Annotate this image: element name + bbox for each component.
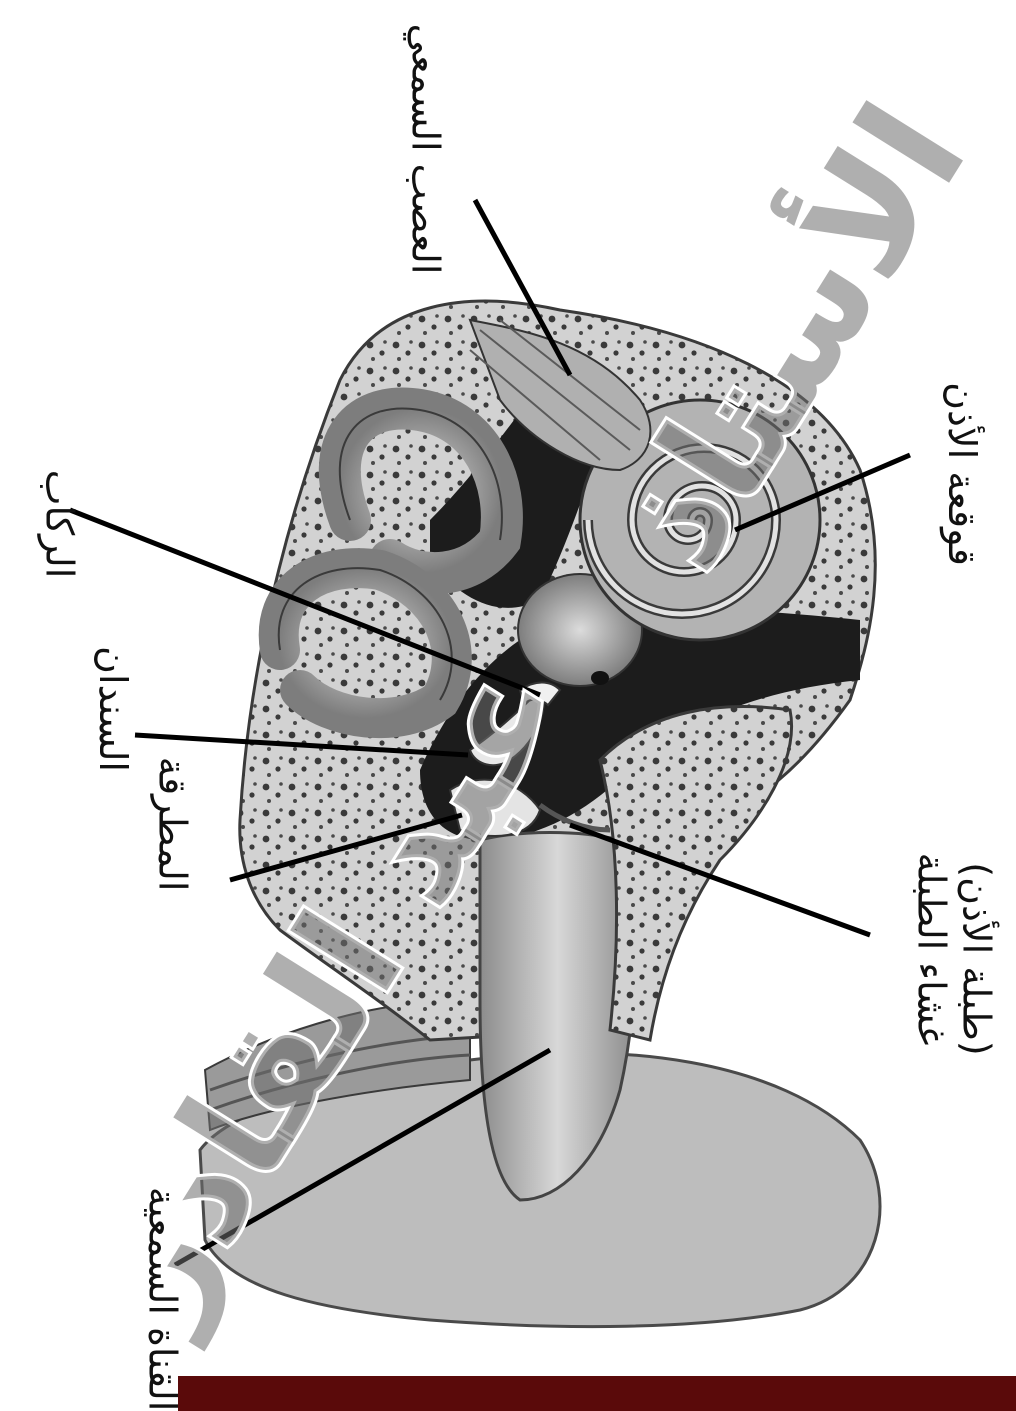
label-auditory-nerve: العصب السمعي: [406, 24, 444, 275]
label-malleus: المطرقة: [153, 757, 191, 892]
bottom-banner: [178, 1376, 1016, 1411]
label-eardrum-line2: (طبلة الأذن): [958, 862, 996, 1055]
label-ear-canal: القناة السمعية: [143, 1187, 181, 1411]
label-incus: السندان: [94, 646, 132, 772]
label-eardrum-line1: غشاء الطبلة: [913, 852, 951, 1045]
label-cochlea: قوقعة الأذن: [943, 382, 981, 566]
label-stapes: الركاب: [40, 470, 78, 579]
